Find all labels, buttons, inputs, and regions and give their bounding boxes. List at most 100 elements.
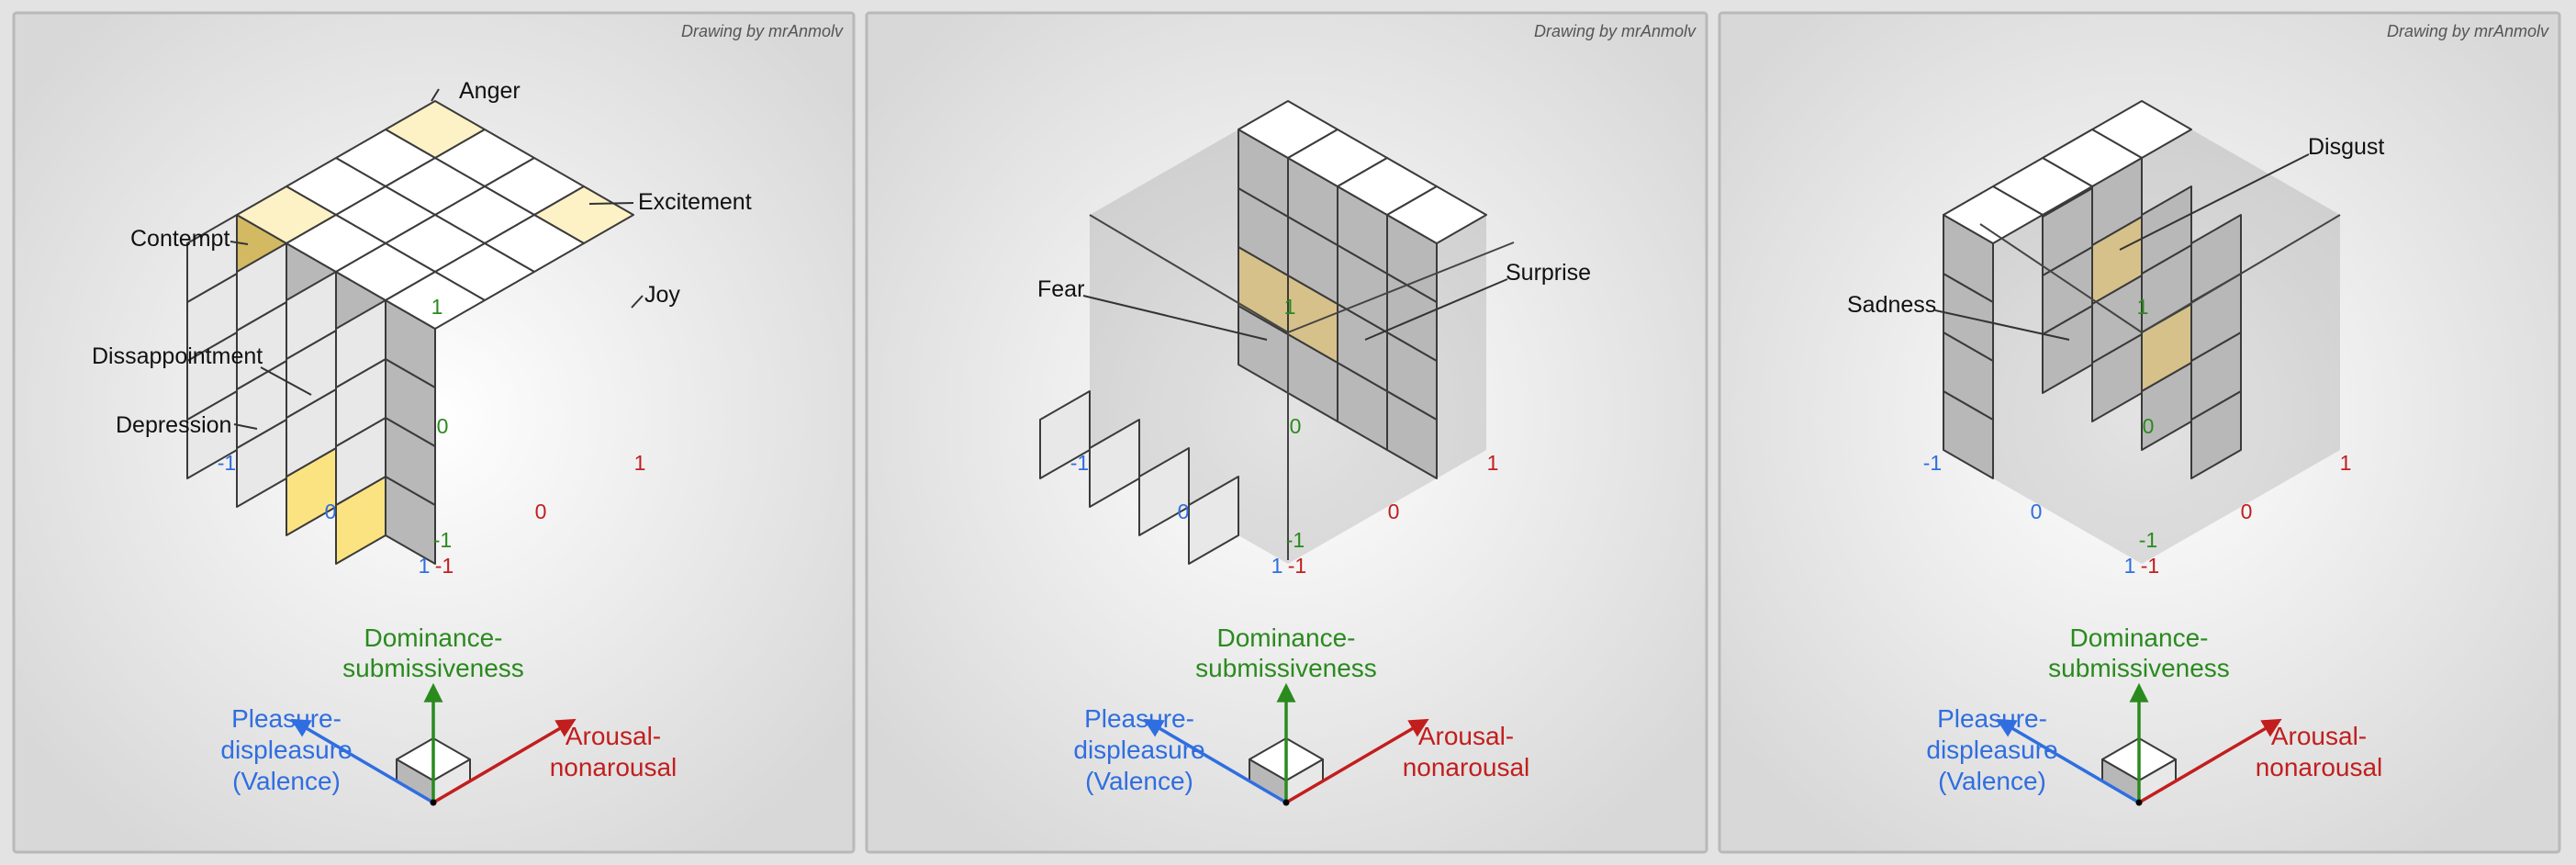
cube-cell-right [186, 214, 238, 303]
leader-line [2119, 153, 2310, 251]
emotion-cube [186, 100, 634, 565]
leader-line [233, 423, 258, 430]
label-dissappointment: Dissappointment [92, 343, 263, 369]
guide-line [1979, 223, 2143, 333]
credit-text: Drawing by mrAnmolv [681, 22, 844, 40]
axis-legend: Dominance-submissivenessPleasure-displea… [1926, 623, 2382, 806]
cube-cell-top [385, 271, 486, 330]
axis-tick-label: -1 [433, 528, 452, 552]
axis-tick-label: 1 [2340, 451, 2352, 475]
emotion-callouts: Anger Excitement Contempt Joy Dissappoin… [92, 78, 752, 438]
axis-tick-label: 0 [1388, 500, 1400, 523]
axis-ticks: -101-101-101 [1070, 295, 1499, 578]
slab-cell-end [1138, 447, 1190, 536]
leader-line [1934, 309, 2070, 341]
leader-line [1364, 278, 1508, 341]
label-excitement: Excitement [638, 189, 752, 215]
cube-cell-right [335, 299, 386, 388]
label-anger: Anger [459, 78, 521, 104]
pleasure-axis-label: Pleasure-displeasure(Valence) [1073, 704, 1204, 795]
dominance-axis-label: Dominance-submissiveness [2048, 623, 2230, 682]
axis-tick-label: 1 [634, 451, 646, 475]
axis-tick-label: -1 [218, 451, 236, 475]
axis-tick-label: 0 [2241, 500, 2253, 523]
axis-legend: Dominance-submissivenessPleasure-displea… [1073, 623, 1529, 806]
label-surprise: Surprise [1506, 260, 1591, 286]
arousal-axis-arrow [432, 718, 577, 804]
axis-tick-label: -1 [2141, 554, 2159, 578]
arousal-axis-arrow [2138, 718, 2282, 804]
leader-line [631, 295, 644, 309]
axis-tick-label: -1 [1288, 554, 1306, 578]
leader-line [431, 88, 440, 102]
emotion-callouts: Sadness Disgust [1847, 134, 2384, 341]
label-disgust: Disgust [2308, 134, 2384, 160]
axis-tick-label: 0 [437, 414, 449, 438]
axis-tick-label: 1 [431, 295, 443, 319]
pleasure-axis-label: Pleasure-displeasure(Valence) [1926, 704, 2057, 795]
panel-background [865, 11, 1708, 854]
axis-tick-label: -1 [435, 554, 454, 578]
axis-tick-label: 0 [2031, 500, 2043, 523]
axis-tick-label: 0 [535, 500, 547, 523]
arousal-axis-label: Arousal-nonarousal [2256, 722, 2383, 781]
slab-cell-end [1089, 419, 1140, 508]
label-joy: Joy [644, 282, 680, 308]
leader-line [260, 366, 312, 396]
axis-ticks: -101-101-101 [1923, 295, 2352, 578]
dominance-axis-label: Dominance-submissiveness [1195, 623, 1377, 682]
cube-guide-lines [1979, 214, 2341, 333]
cube-guide-lines [1089, 214, 1515, 560]
leader-line [1082, 295, 1268, 341]
legend-origin-dot [2135, 799, 2143, 806]
slab-cell-top [1386, 185, 1487, 244]
axis-tick-label: 1 [1284, 295, 1296, 319]
arousal-axis-label: Arousal-nonarousal [1403, 722, 1530, 781]
label-contempt: Contempt [130, 226, 230, 252]
emotion-slab [1039, 100, 1487, 565]
axis-tick-label: 1 [1487, 451, 1499, 475]
pleasure-axis-arrow [290, 718, 434, 804]
guide-line [1287, 242, 1515, 333]
panel-sadness-disgust: Drawing by mrAnmolv Sadness Disgust -1 0 1… [1718, 11, 2561, 854]
leader-line [230, 241, 249, 245]
axis-tick-label: -1 [1286, 528, 1305, 552]
legend-origin-dot [430, 799, 437, 806]
axis-tick-label: 0 [1290, 414, 1302, 438]
emotion-callouts: Fear Surprise [1037, 260, 1591, 341]
axis-tick-label: 1 [2124, 554, 2136, 578]
axis-tick-label: 0 [325, 500, 337, 523]
slab-cell-top [1943, 185, 2044, 244]
label-sadness: Sadness [1847, 292, 1936, 318]
arousal-axis-arrow [1285, 718, 1429, 804]
slab-cell-end [1188, 476, 1239, 565]
axis-tick-label: -1 [1070, 451, 1089, 475]
leader-line [588, 202, 634, 205]
axis-tick-label: -1 [2139, 528, 2157, 552]
panel-full-cube: Drawing by mrAnmolv Anger Excitement Con… [12, 11, 856, 854]
cube-cell-right [236, 242, 287, 331]
pleasure-axis-arrow [1996, 718, 2140, 804]
slab-cell-end [1039, 390, 1091, 479]
axis-tick-label: 1 [2137, 295, 2149, 319]
credit-text: Drawing by mrAnmolv [2387, 22, 2549, 40]
slab-cell-face [2141, 185, 2192, 275]
axis-tick-label: 0 [2143, 414, 2155, 438]
axis-ticks: -101-101-101 [218, 295, 646, 578]
label-depression: Depression [116, 412, 231, 438]
guide-line [1089, 214, 1289, 333]
label-fear: Fear [1037, 276, 1084, 302]
arousal-axis-label: Arousal-nonarousal [550, 722, 678, 781]
panel-fear-surprise: Drawing by mrAnmolv Fear Surprise -101-1… [865, 11, 1708, 854]
axis-tick-label: 1 [419, 554, 431, 578]
panel-background [1718, 11, 2561, 854]
credit-text: Drawing by mrAnmolv [1534, 22, 1697, 40]
dominance-axis-label: Dominance-submissiveness [342, 623, 524, 682]
legend-origin-dot [1282, 799, 1290, 806]
cube-cell-right [286, 271, 337, 360]
pleasure-axis-arrow [1143, 718, 1287, 804]
axis-tick-label: 0 [1178, 500, 1190, 523]
pleasure-axis-label: Pleasure-displeasure(Valence) [220, 704, 352, 795]
axis-tick-label: 1 [1271, 554, 1283, 578]
